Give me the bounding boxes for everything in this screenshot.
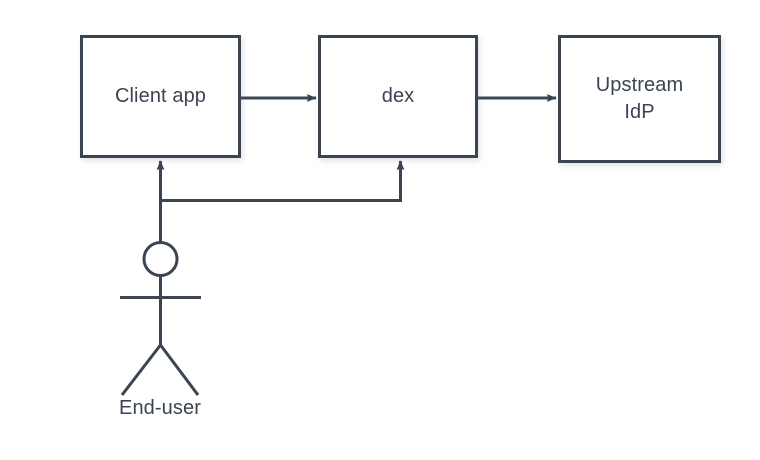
node-upstream-idp-label: Upstream IdP bbox=[595, 74, 684, 123]
node-dex-label: dex bbox=[381, 85, 415, 107]
actor-end-user-label: End-user bbox=[119, 397, 201, 419]
node-dex[interactable]: dex bbox=[318, 35, 478, 158]
edge-end-user-to-dex bbox=[160, 160, 405, 202]
node-client-app-label: Client app bbox=[114, 85, 207, 107]
actor-left-leg-line bbox=[120, 344, 162, 396]
node-client-app[interactable]: Client app bbox=[80, 35, 241, 158]
actor-head-icon bbox=[142, 241, 179, 277]
actor-right-leg-line bbox=[159, 344, 200, 396]
actor-end-user bbox=[120, 241, 201, 396]
node-upstream-idp[interactable]: Upstream IdP bbox=[558, 35, 721, 163]
